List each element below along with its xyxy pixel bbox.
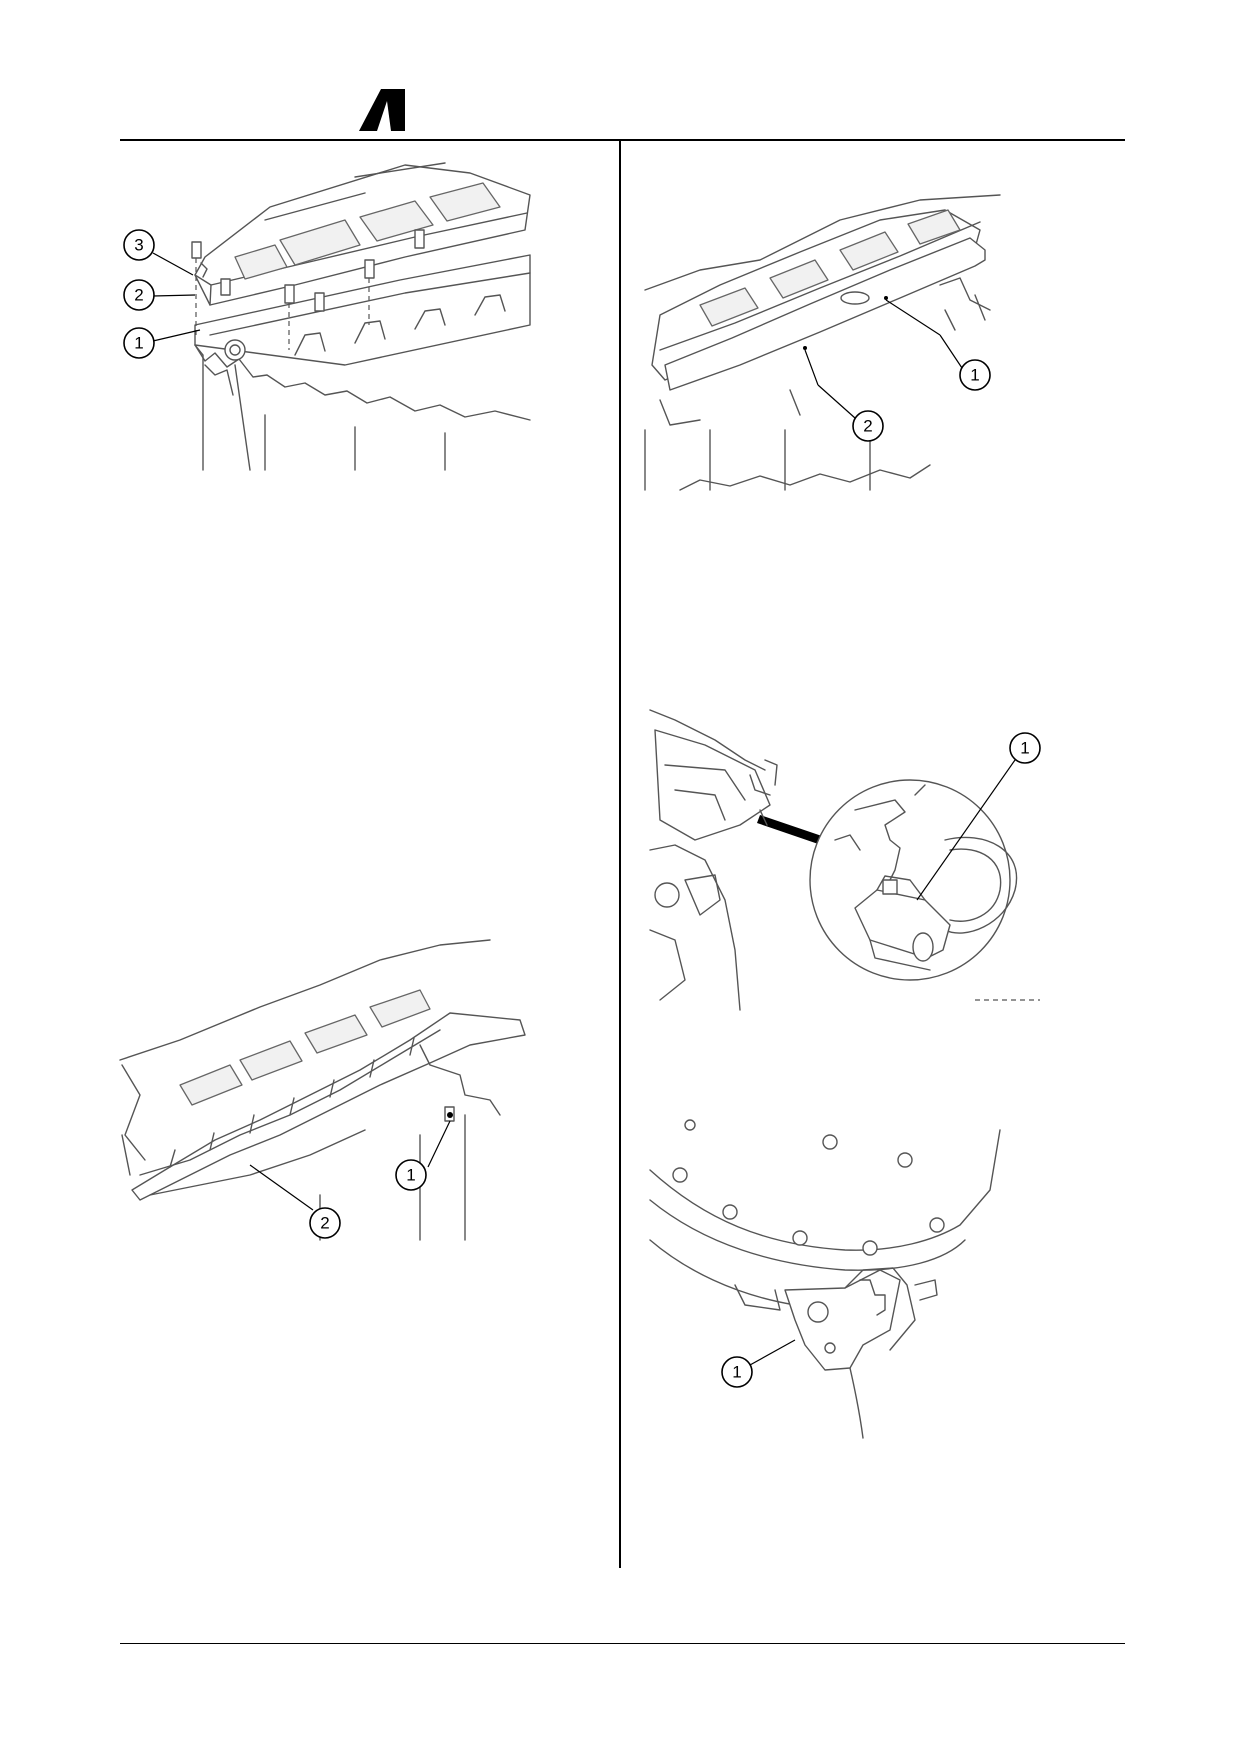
callout-1: 1 [959,359,991,391]
svg-text:1: 1 [406,1166,415,1185]
callout-3: 3 [123,229,155,261]
header-rule [120,139,1125,141]
figure-injector-harness: 1 2 [119,935,526,1241]
svg-text:1: 1 [134,334,143,353]
callout-2: 2 [852,410,884,442]
column-divider [619,141,621,1568]
callout-1: 1 [1009,732,1041,764]
svg-text:1: 1 [732,1363,741,1382]
svg-text:2: 2 [320,1214,329,1233]
svg-text:2: 2 [134,286,143,305]
callout-2: 2 [123,279,155,311]
callout-1: 1 [721,1356,753,1388]
svg-text:1: 1 [1020,739,1029,758]
callout-2: 2 [309,1207,341,1239]
figure-connector-detail: 1 [645,700,1045,1011]
svg-text:3: 3 [134,236,143,255]
figure-flywheel-sensor: 1 [645,1119,1045,1440]
brand-logo-icon [359,89,405,131]
callout-1: 1 [395,1159,427,1191]
callout-1: 1 [123,327,155,359]
brand-logo [357,87,407,133]
figure-cylinder-head-cover: 3 2 1 [115,162,535,475]
svg-text:2: 2 [863,417,872,436]
footer-rule [120,1643,1125,1644]
figure-intake-cover-top: 1 2 [640,190,1015,491]
svg-text:1: 1 [970,366,979,385]
